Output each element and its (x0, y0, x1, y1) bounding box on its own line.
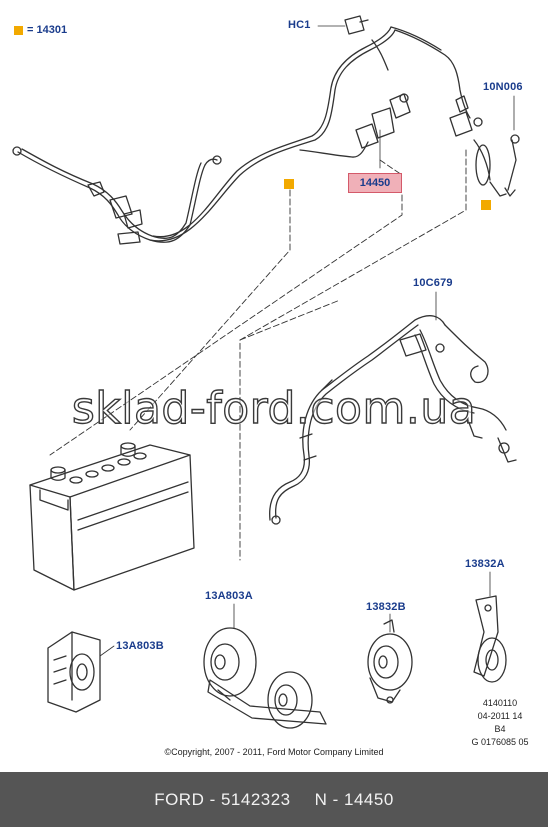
main-harness (12, 15, 520, 245)
watermark: sklad-ford.com.ua (71, 382, 477, 434)
legend-swatch (14, 25, 23, 35)
leader-lines (49, 149, 467, 561)
battery (29, 442, 195, 591)
code-line: B4 (494, 724, 506, 734)
code-line: 04-2011 14 (477, 711, 523, 721)
code-line: 4140110 (482, 698, 518, 708)
wiring-diagram (12, 15, 520, 729)
footer-part-number: FORD - 5142323 (154, 789, 291, 809)
label-10c679: 10C679 (413, 277, 453, 289)
legend: = 14301 (14, 24, 67, 36)
code-line: G 0176085 05 (471, 737, 529, 747)
marker-14301 (284, 179, 294, 189)
footer-bar: FORD - 5142323 N - 14450 (0, 772, 548, 827)
horn-13832a (473, 595, 507, 683)
drawing-codes: 4140110 04-2011 14 B4 G 0176085 05 (460, 697, 540, 749)
horn-13a803b (47, 631, 101, 713)
label-13a803b: 13A803B (116, 640, 164, 652)
label-leaders (99, 25, 515, 657)
engine-harness-10c679 (269, 315, 517, 525)
horn-13832b (367, 619, 413, 704)
horn-pair-13a803a (203, 627, 327, 729)
label-hc1: HC1 (288, 19, 311, 31)
label-14450-highlight: 14450 (348, 173, 402, 193)
footer-ref-number: N - 14450 (314, 789, 394, 809)
label-13832b: 13832B (366, 601, 406, 613)
copyright: ©Copyright, 2007 - 2011, Ford Motor Comp… (164, 747, 384, 757)
label-13a803a: 13A803A (205, 590, 253, 602)
legend-label: = 14301 (27, 24, 68, 36)
marker-14301 (481, 200, 491, 210)
label-13832a: 13832A (465, 558, 505, 570)
label-10n006: 10N006 (483, 81, 523, 93)
